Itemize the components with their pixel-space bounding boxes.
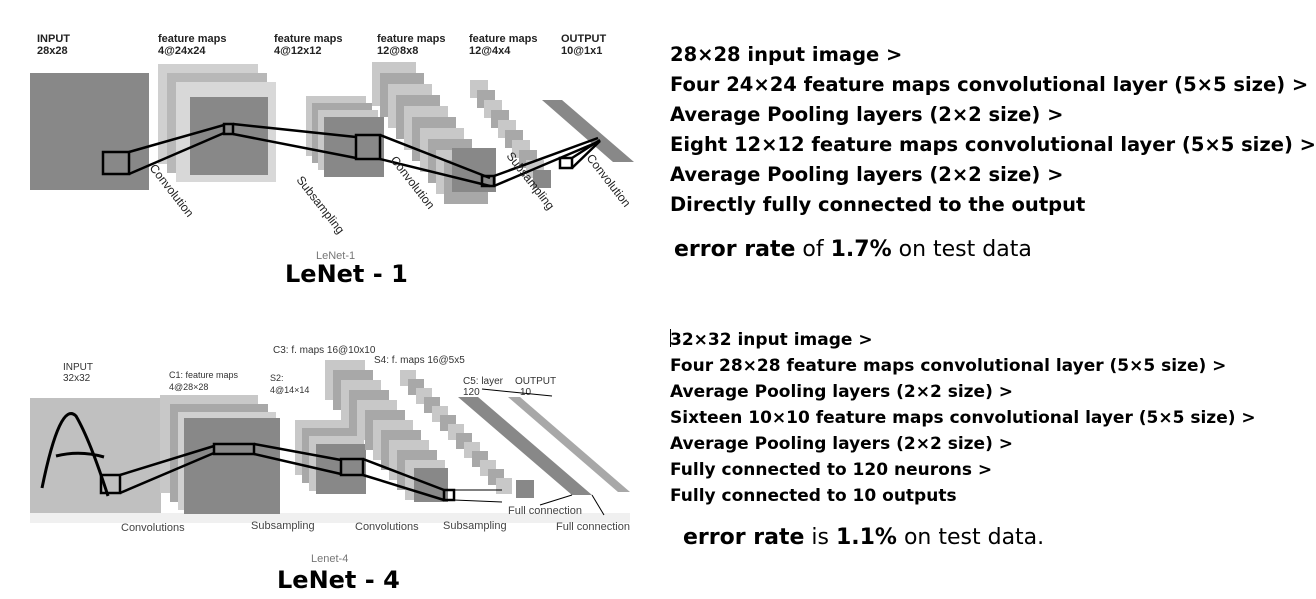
lenet4-label-c5: C5: layer [463, 376, 504, 387]
lenet1-label-s2: feature maps [274, 33, 342, 45]
lenet4-desc-line: Fully connected to 10 outputs [670, 486, 957, 506]
lenet4-label-output: OUTPUT [515, 376, 556, 387]
lenet1-connections [101, 122, 601, 188]
lenet4-op-fc2: Full connection [556, 521, 630, 533]
lenet1-label-c1: feature maps [158, 33, 226, 45]
lenet4-desc-line: Average Pooling layers (2×2 size) > [670, 434, 1013, 454]
lenet4-op-sub2: Subsampling [443, 520, 507, 532]
lenet1-desc-line: Four 24×24 feature maps convolutional la… [670, 73, 1309, 96]
lenet1-caption: LeNet-1 [316, 250, 356, 262]
lenet1-label-s2-size: 4@12x12 [274, 45, 321, 57]
lenet4-baseline-strip [30, 513, 630, 523]
lenet4-label-c3: C3: f. maps 16@10x10 [273, 345, 376, 356]
lenet1-error-value: 1.7% [830, 237, 892, 262]
lenet4-desc-line: Sixteen 10×10 feature maps convolutional… [670, 408, 1256, 428]
lenet4-input-image [30, 398, 161, 513]
lenet4-c3-maps [325, 360, 448, 502]
lenet4-output-layer [508, 397, 630, 492]
lenet1-description: 28×28 input image > Four 24×24 feature m… [670, 40, 1316, 220]
lenet4-op-sub1: Subsampling [251, 520, 315, 532]
lenet4-label-c1-size: 4@28×28 [169, 382, 208, 392]
lenet4-error-value: 1.1% [835, 525, 897, 550]
lenet1-error-mid: of [795, 237, 831, 262]
lenet4-op-conv1: Convolutions [121, 522, 185, 534]
lenet1-label-s4-size: 12@4x4 [469, 45, 511, 57]
lenet1-diagram: INPUT 28x28 feature maps 4@24x24 feature… [30, 33, 634, 237]
lenet4-desc-line: Fully connected to 120 neurons > [670, 460, 993, 480]
lenet1-label-c3-size: 12@8x8 [377, 45, 418, 57]
text-cursor [670, 329, 671, 347]
lenet1-desc-line: Average Pooling layers (2×2 size) > [670, 103, 1064, 126]
lenet1-s2-maps [306, 96, 384, 177]
lenet4-error-mid: is [804, 525, 836, 550]
lenet4-label-input-size: 32x32 [63, 373, 91, 384]
lenet4-op-fc1: Full connection [508, 505, 582, 517]
lenet1-label-input: INPUT [37, 33, 70, 45]
lenet1-op-sub1: Subsampling [294, 173, 348, 236]
lenet1-label-output: OUTPUT [561, 33, 607, 45]
lenet1-error-rate: error rate of 1.7% on test data [674, 237, 1032, 262]
lenet-diagrams: INPUT 28x28 feature maps 4@24x24 feature… [30, 33, 634, 534]
lenet4-diagram: INPUT 32x32 C1: feature maps 4@28×28 S2:… [30, 345, 630, 534]
lenet4-desc-line: Average Pooling layers (2×2 size) > [670, 382, 1013, 402]
lenet1-output-layer [542, 100, 634, 162]
lenet1-error-end: on test data [891, 237, 1032, 262]
lenet4-label-s4: S4: f. maps 16@5x5 [374, 355, 465, 366]
lenet1-title: LeNet - 1 [285, 260, 408, 288]
lenet1-label-c1-size: 4@24x24 [158, 45, 206, 57]
lenet4-op-conv2: Convolutions [355, 521, 419, 533]
lenet1-desc-line: Directly fully connected to the output [670, 193, 1086, 216]
lenet4-label-output-size: 10 [520, 387, 532, 398]
lenet1-desc-line: Average Pooling layers (2×2 size) > [670, 163, 1064, 186]
lenet4-error-end: on test data. [896, 525, 1045, 550]
lenet4-label-c1: C1: feature maps [169, 370, 239, 380]
lenet1-c1-maps [158, 64, 276, 182]
lenet1-label-c3: feature maps [377, 33, 445, 45]
lenet4-label-s2-size: 4@14×14 [270, 385, 309, 395]
lenet4-label-c5-size: 120 [463, 387, 480, 398]
lenet4-desc-line: Four 28×28 feature maps convolutional la… [670, 356, 1227, 376]
lenet1-desc-line: 28×28 input image > [670, 43, 903, 66]
lenet4-label-s2: S2: [270, 373, 284, 383]
lenet4-s4-maps [400, 370, 534, 498]
lenet4-description: 32×32 input image > Four 28×28 feature m… [670, 327, 1256, 509]
lenet1-error-label: error rate [674, 237, 796, 262]
lenet4-label-input: INPUT [63, 362, 93, 373]
lenet1-label-input-size: 28x28 [37, 45, 68, 57]
lenet4-caption: Lenet-4 [311, 553, 349, 565]
lenet1-s4-maps [470, 80, 551, 188]
lenet1-label-output-size: 10@1x1 [561, 45, 602, 57]
lenet4-c5-layer [458, 397, 592, 495]
lenet4-error-rate: error rate is 1.1% on test data. [683, 525, 1044, 550]
lenet4-error-label: error rate [683, 525, 805, 550]
lenet1-label-s4: feature maps [469, 33, 537, 45]
lenet4-desc-line: 32×32 input image > [670, 330, 873, 350]
lenet4-connections [99, 388, 605, 516]
lenet1-desc-line: Eight 12×12 feature maps convolutional l… [670, 133, 1316, 156]
lenet4-title: LeNet - 4 [277, 566, 400, 594]
